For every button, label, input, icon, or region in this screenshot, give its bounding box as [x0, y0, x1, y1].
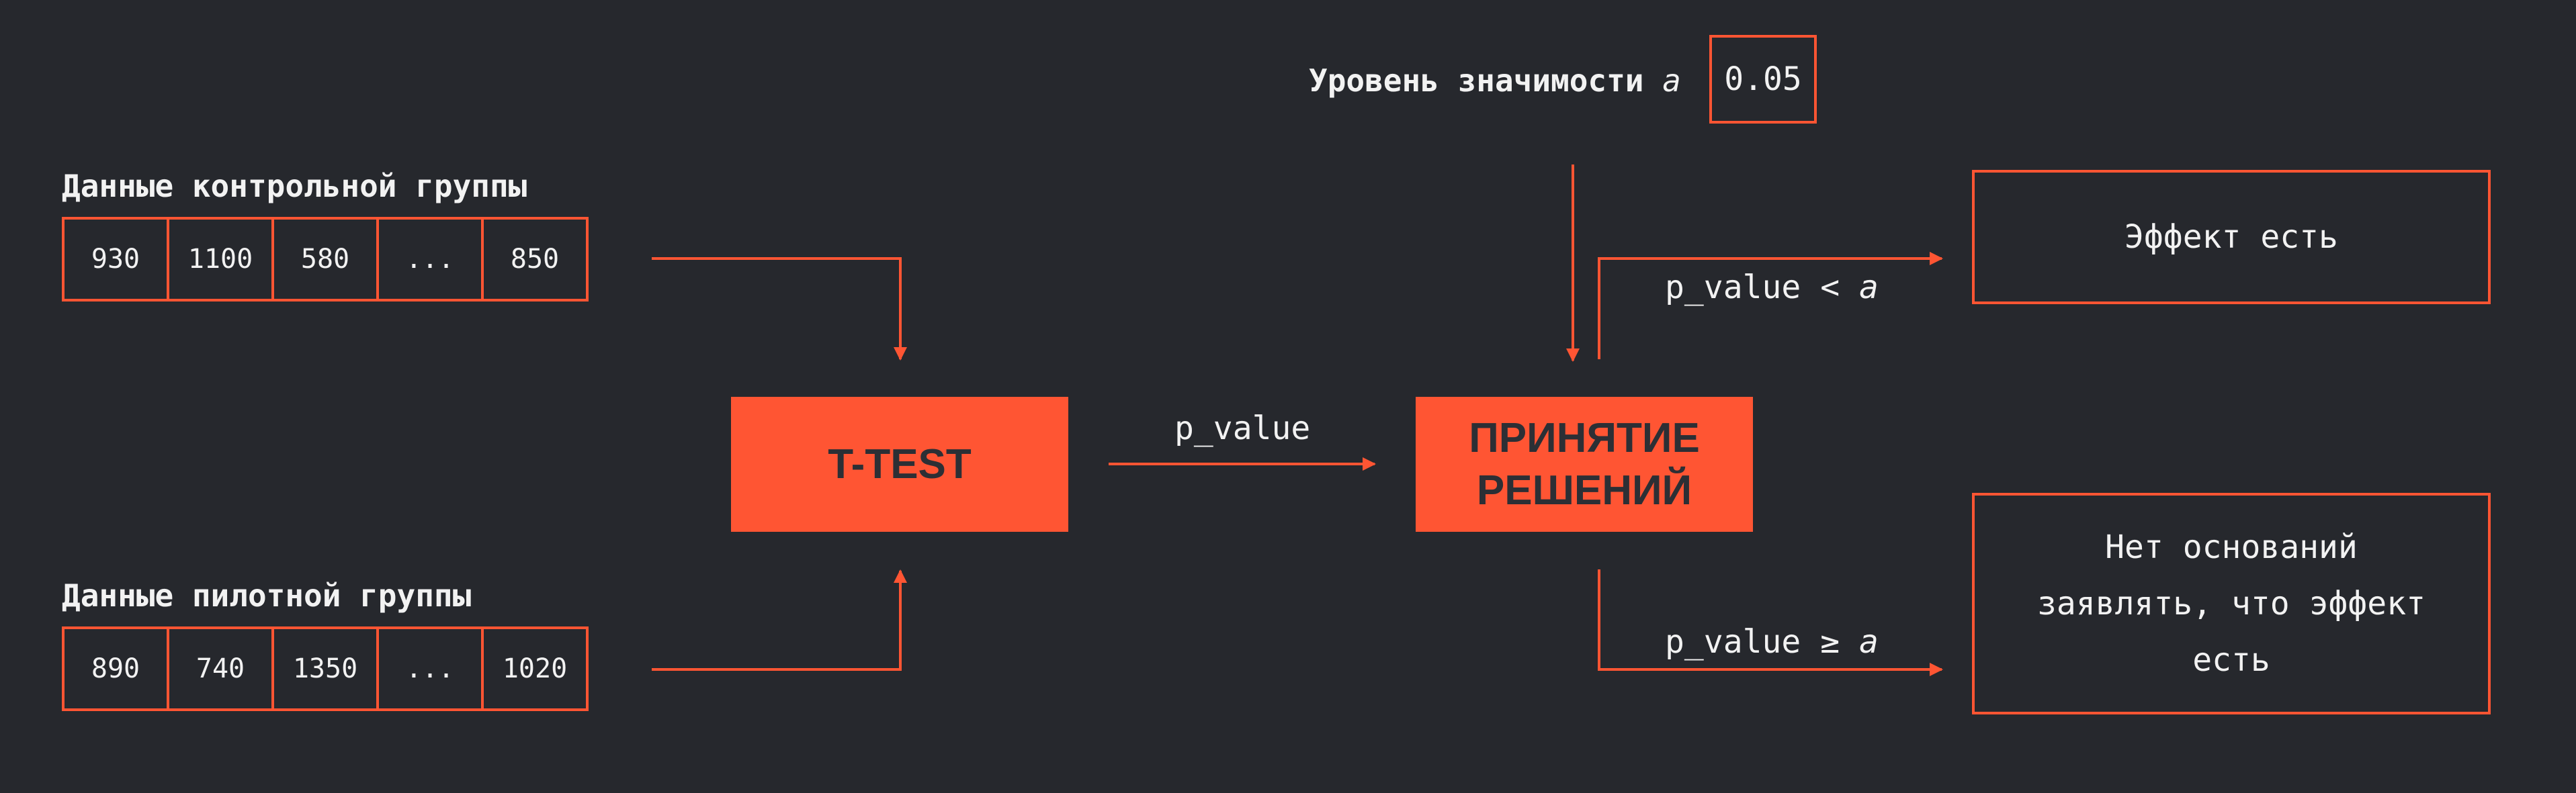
ttest-label: T-TEST — [828, 441, 972, 487]
branch-geq-arrow — [1598, 569, 1943, 676]
outcome-no-effect-box: Нет оснований заявлять, что эффект есть — [1972, 493, 2491, 714]
pilot-value-cell: ... — [376, 626, 484, 711]
outcome-effect-text: Эффект есть — [2124, 218, 2338, 256]
pilot-value-cell: 1020 — [481, 626, 589, 711]
outcome-no-effect-line3: есть — [2192, 641, 2270, 679]
significance-text: Уровень значимости — [1309, 62, 1644, 99]
decision-box: ПРИНЯТИЕ РЕШЕНИЙ — [1416, 397, 1753, 532]
ttest-box: T-TEST — [731, 397, 1068, 532]
control-value-cell: 850 — [481, 217, 589, 301]
pilot-value-cell: 1350 — [271, 626, 379, 711]
pilot-to-ttest-arrow — [652, 569, 907, 671]
control-group-title: Данные контрольной группы — [62, 168, 527, 204]
outcome-effect-box: Эффект есть — [1972, 170, 2491, 304]
outcome-no-effect-line1: Нет оснований — [2105, 528, 2358, 566]
decision-label-line2: РЕШЕНИЙ — [1476, 467, 1692, 514]
outcome-no-effect-line2: заявлять, что эффект — [2037, 585, 2425, 622]
significance-value-box: 0.05 — [1709, 35, 1817, 124]
significance-symbol: a — [1662, 62, 1681, 99]
pilot-group-values: 890 740 1350 ... 1020 — [62, 626, 589, 711]
branch-geq-condition: p_value ≥ — [1665, 623, 1859, 661]
control-value-cell: 1100 — [167, 217, 274, 301]
control-value-cell: 930 — [62, 217, 169, 301]
pilot-group-title: Данные пилотной группы — [62, 577, 472, 614]
branch-less-symbol: a — [1858, 269, 1879, 306]
pvalue-label: p_value — [1174, 410, 1311, 447]
pilot-value-cell: 890 — [62, 626, 169, 711]
decision-label-line1: ПРИНЯТИЕ — [1469, 414, 1700, 461]
significance-label: Уровень значимости a — [1309, 62, 1681, 99]
branch-geq-label: p_value ≥ a — [1665, 623, 1879, 661]
branch-less-condition: p_value < — [1665, 269, 1859, 306]
control-group-values: 930 1100 580 ... 850 — [62, 217, 589, 301]
branch-less-label: p_value < a — [1665, 269, 1879, 306]
control-to-ttest-arrow — [652, 257, 907, 361]
branch-geq-symbol: a — [1858, 623, 1879, 661]
control-value-cell: ... — [376, 217, 484, 301]
pilot-value-cell: 740 — [167, 626, 274, 711]
branch-less-arrow — [1598, 252, 1943, 359]
control-value-cell: 580 — [271, 217, 379, 301]
significance-value: 0.05 — [1724, 60, 1802, 98]
